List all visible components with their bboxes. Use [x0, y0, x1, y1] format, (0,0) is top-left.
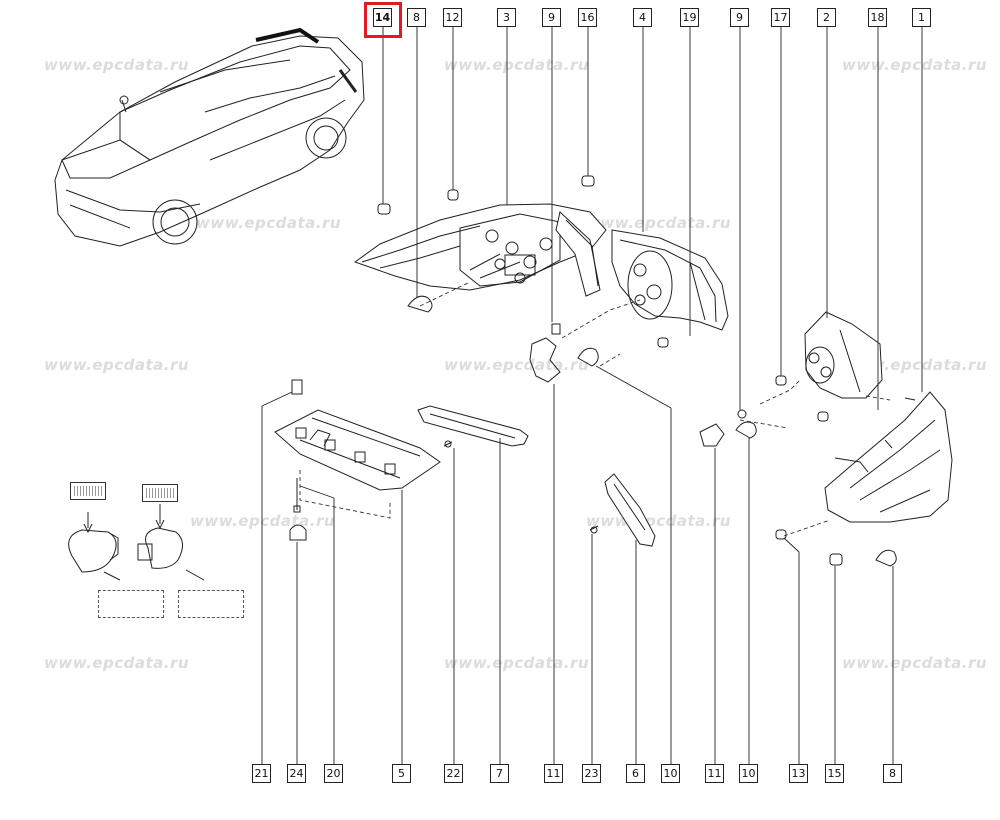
callout-top-9[interactable]: 9 [730, 8, 749, 27]
callout-top-1[interactable]: 14 [373, 8, 392, 27]
watermark: www.epcdata.ru [586, 214, 732, 232]
callout-bottom-8[interactable]: 23 [582, 764, 601, 783]
callout-bottom-15[interactable]: 8 [883, 764, 902, 783]
tail-light-outer-housing [611, 229, 729, 331]
callout-bottom-6[interactable]: 7 [490, 764, 509, 783]
callout-top-7[interactable]: 4 [633, 8, 652, 27]
callout-bottom-7[interactable]: 11 [544, 764, 563, 783]
bulb-type-label [70, 482, 106, 500]
bulb-reference-box [178, 590, 244, 618]
watermark: www.epcdata.ru [842, 654, 988, 672]
callout-top-6[interactable]: 16 [578, 8, 597, 27]
callout-bottom-13[interactable]: 13 [789, 764, 808, 783]
callout-top-13[interactable]: 1 [912, 8, 931, 27]
callout-top-11[interactable]: 2 [817, 8, 836, 27]
callout-top-10[interactable]: 17 [771, 8, 790, 27]
callout-top-3[interactable]: 12 [443, 8, 462, 27]
side-marker-6 [604, 473, 656, 547]
watermark: www.epcdata.ru [44, 56, 190, 74]
leader-lines [261, 26, 923, 764]
reflector-bracket-7 [417, 405, 529, 447]
assembly-dashed-lines [299, 281, 891, 537]
part-highlight-frame [364, 2, 402, 38]
watermark: www.epcdata.ru [444, 654, 590, 672]
third-brake-light [274, 409, 441, 491]
callout-top-8[interactable]: 19 [680, 8, 699, 27]
rear-lamp-lens-1 [824, 391, 953, 523]
bulbs [407, 295, 897, 567]
callout-bottom-2[interactable]: 24 [287, 764, 306, 783]
callout-bottom-1[interactable]: 21 [252, 764, 271, 783]
small-fasteners [289, 175, 843, 566]
callout-top-4[interactable]: 3 [497, 8, 516, 27]
callout-bottom-10[interactable]: 10 [661, 764, 680, 783]
callout-top-12[interactable]: 18 [868, 8, 887, 27]
bulb-type-label [142, 484, 178, 502]
callout-bottom-14[interactable]: 15 [825, 764, 844, 783]
bulb-detail [68, 504, 205, 581]
callout-bottom-12[interactable]: 10 [739, 764, 758, 783]
tail-light-inner-assembly [353, 203, 607, 297]
callout-top-2[interactable]: 8 [407, 8, 426, 27]
callout-bottom-3[interactable]: 20 [324, 764, 343, 783]
callout-bottom-4[interactable]: 5 [392, 764, 411, 783]
watermark: www.epcdata.ru [44, 356, 190, 374]
callout-bottom-11[interactable]: 11 [705, 764, 724, 783]
watermark: www.epcdata.ru [196, 214, 342, 232]
car-illustration [54, 27, 365, 247]
callout-top-5[interactable]: 9 [542, 8, 561, 27]
rear-lamp-unit-2 [804, 311, 883, 399]
watermark: www.epcdata.ru [44, 654, 190, 672]
callout-bottom-9[interactable]: 6 [626, 764, 645, 783]
callout-bottom-5[interactable]: 22 [444, 764, 463, 783]
bulb-reference-box [98, 590, 164, 618]
watermark: www.epcdata.ru [444, 356, 590, 374]
